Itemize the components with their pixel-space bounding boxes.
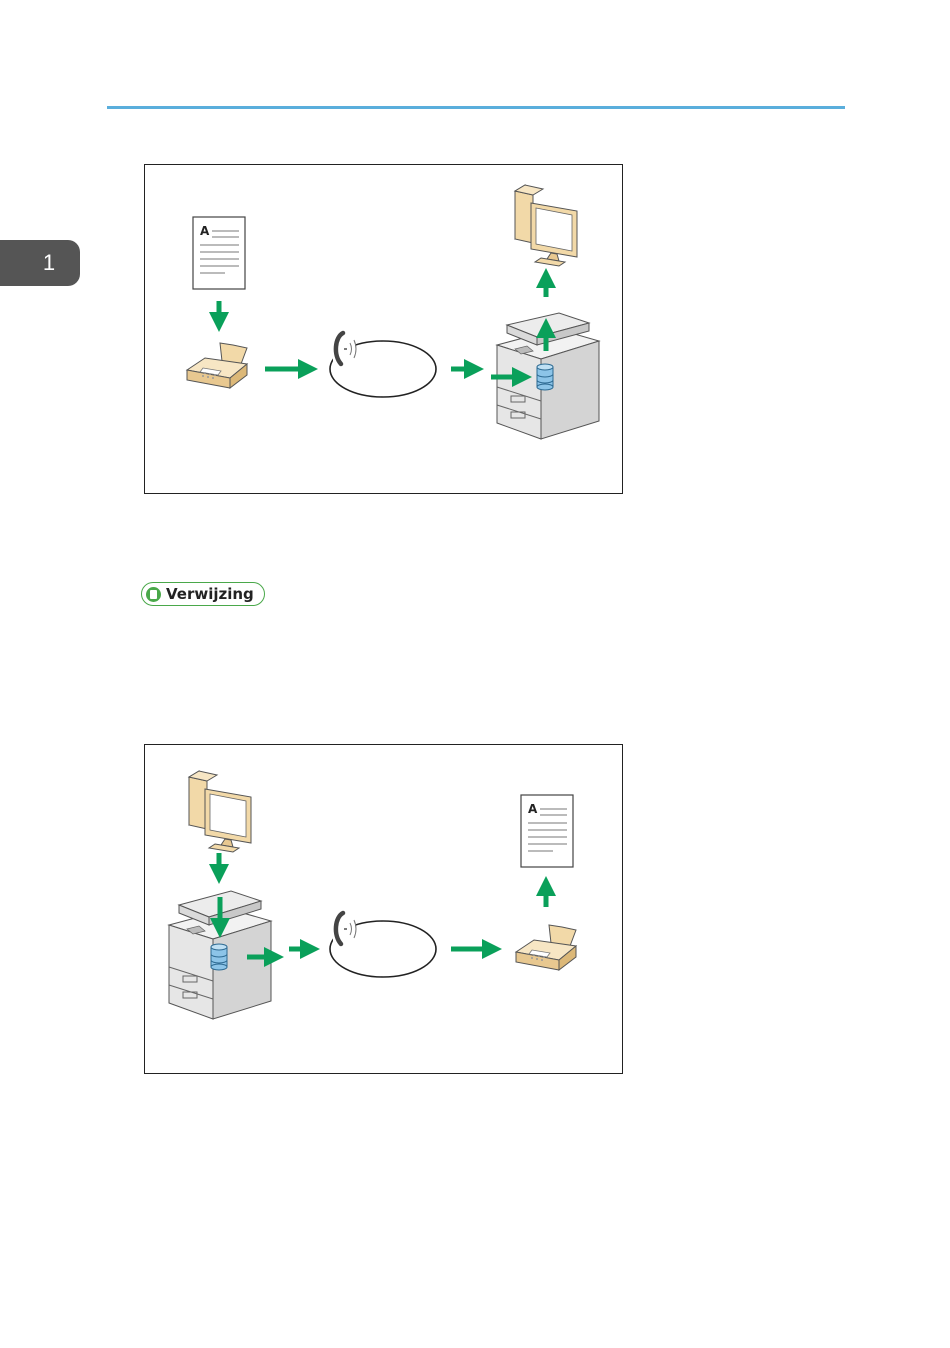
reference-icon bbox=[146, 587, 161, 602]
telephone-handset-icon bbox=[333, 913, 356, 945]
header-rule bbox=[107, 106, 845, 109]
computer-icon bbox=[189, 771, 251, 852]
document-letter: A bbox=[200, 224, 210, 238]
document-letter: A bbox=[528, 802, 538, 816]
fax-machine-icon bbox=[187, 343, 247, 388]
telephone-network bbox=[330, 913, 436, 977]
document-icon: A bbox=[521, 795, 573, 867]
document-icon: A bbox=[193, 217, 245, 289]
telephone-handset-icon bbox=[333, 333, 356, 365]
chapter-tab: 1 bbox=[0, 240, 80, 286]
reference-label: Verwijzing bbox=[166, 585, 254, 603]
fax-send-diagram: A bbox=[144, 744, 623, 1074]
fax-receive-diagram: A bbox=[144, 164, 623, 494]
computer-icon bbox=[515, 185, 577, 266]
storage-icon bbox=[537, 364, 553, 390]
reference-badge: Verwijzing bbox=[141, 582, 265, 606]
telephone-network bbox=[330, 333, 436, 397]
fax-machine-icon bbox=[516, 925, 576, 970]
storage-icon bbox=[211, 944, 227, 970]
chapter-number: 1 bbox=[43, 240, 55, 286]
